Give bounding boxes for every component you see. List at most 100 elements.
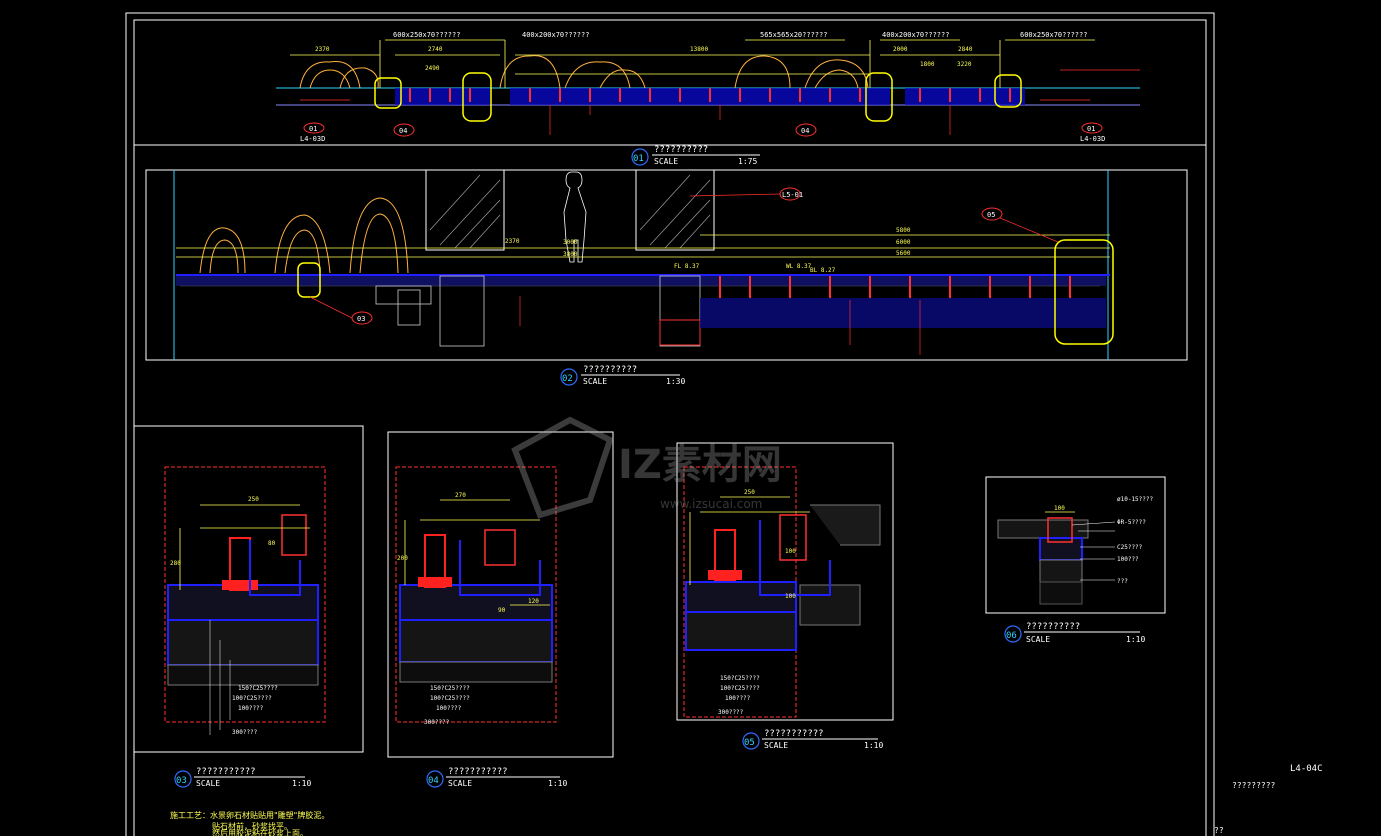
dim-3000: 3000 [563, 239, 578, 246]
view-02-number: 02 [562, 374, 573, 384]
d05-layer-4: 300???? [718, 709, 744, 716]
callout-top-5: 600x250x70?????? [1020, 31, 1087, 39]
callout-top-3: 565x565x20?????? [760, 31, 827, 39]
dim-2740: 2740 [428, 46, 443, 53]
view-04-scale-ratio: 1:10 [548, 779, 567, 788]
view-03-scale-word: SCALE [196, 779, 220, 788]
view-01-number: 01 [633, 154, 644, 164]
dim-1800: 1800 [920, 61, 935, 68]
d04-dim-270: 270 [455, 492, 466, 499]
level-fl: FL 8.37 [674, 263, 700, 270]
d03-layer-1: 150?C25???? [238, 685, 278, 692]
d06-note-4: 100??? [1117, 556, 1139, 563]
tag-03: 03 [357, 315, 365, 323]
d05-dim-100a: 100 [785, 548, 796, 555]
d06-dim-100: 100 [1054, 505, 1065, 512]
dim-2490: 2490 [425, 65, 440, 72]
view-06-title-block: 06 ?????????? SCALE 1:10 [1004, 622, 1145, 644]
view-01-scale-ratio: 1:75 [738, 157, 757, 166]
d03-layer-3: 100???? [238, 705, 264, 712]
watermark: IZ素材网 www.izsucai.com [511, 416, 782, 519]
view-06-number: 06 [1006, 631, 1017, 641]
dim-6000: 6000 [896, 239, 911, 246]
view-05-title-block: 05 ??????????? SCALE 1:10 [742, 729, 883, 750]
dim-3220: 3220 [957, 61, 972, 68]
view-02-scale-word: SCALE [583, 377, 607, 386]
watermark-url: www.izsucai.com [660, 497, 762, 511]
view-05-scale-ratio: 1:10 [864, 741, 883, 750]
d03-dim-280: 280 [170, 560, 181, 567]
view-04-title: ??????????? [448, 767, 508, 777]
tag-l5-01: L5-01 [782, 191, 803, 199]
view-01-title: ?????????? [654, 145, 708, 155]
view-06-scale-word: SCALE [1026, 635, 1050, 644]
bubble-04-right: 04 [801, 127, 809, 135]
dim-5800: 5800 [896, 227, 911, 234]
d05-dim-250: 250 [744, 489, 755, 496]
dim-2370: 2370 [315, 46, 330, 53]
view-05-title: ??????????? [764, 729, 824, 739]
bubble-01-right: 01 [1087, 125, 1095, 133]
d06-note-2: ΦR-5???? [1117, 519, 1146, 526]
view-05-number: 05 [744, 738, 755, 748]
dim-2000: 2000 [893, 46, 908, 53]
view-02-annotations: 3000 3800 6000 2370 5600 5800 WL 8.37 BL… [357, 191, 995, 323]
bubble-sub-right: L4-03D [1080, 135, 1105, 143]
detail-05 [676, 442, 894, 721]
view-04-number: 04 [428, 776, 439, 786]
d05-layer-3: 100???? [725, 695, 751, 702]
corner-mark: ?? [1214, 826, 1224, 835]
d03-layer-4: 300???? [232, 729, 258, 736]
view-02-title: ?????????? [583, 365, 637, 375]
view-01-title-block: 01 ?????????? SCALE 1:75 [631, 145, 760, 166]
sheet-outer-frame [125, 12, 1215, 836]
d04-layer-4: 300???? [424, 719, 450, 726]
view-04-scale-word: SCALE [448, 779, 472, 788]
tag-05: 05 [987, 211, 995, 219]
view-03-title-block: 03 ??????????? SCALE 1:10 [174, 767, 311, 788]
d06-note-1: ø10-15???? [1117, 496, 1154, 503]
detail-04 [387, 431, 614, 758]
detail-03 [133, 425, 364, 753]
note-line-1: 施工工艺：水景卵石材贴贴用"雕塑"牌胶泥。 [170, 810, 329, 820]
d05-dim-100b: 100 [785, 593, 796, 600]
note-line-3: 然后用胶泥粘在砂浆上面。 [212, 828, 308, 836]
d04-dim-200: 200 [397, 555, 408, 562]
d05-layer-2: 100?C25???? [720, 685, 760, 692]
sheet-footer-note: ????????? [1232, 781, 1276, 790]
d03-layer-2: 100?C25???? [232, 695, 272, 702]
view-06-title: ?????????? [1026, 622, 1080, 632]
d04-layer-2: 100?C25???? [430, 695, 470, 702]
view-03-title: ??????????? [196, 767, 256, 777]
d04-layer-3: 100???? [436, 705, 462, 712]
detail-06 [985, 476, 1166, 614]
detail-03-annotations: 250 280 80 150?C25???? 100?C25???? 100??… [170, 496, 278, 736]
d04-dim-90: 90 [498, 607, 506, 614]
title-block: L4-04C ????????? ?? [1214, 764, 1323, 835]
level-bl: BL 8.27 [810, 267, 836, 274]
dim-2840: 2840 [958, 46, 973, 53]
dim-5600: 5600 [896, 250, 911, 257]
detail-05-annotations: 250 100 100 150?C25???? 100?C25???? 100?… [718, 489, 796, 716]
d05-layer-1: 150?C25???? [720, 675, 760, 682]
view-03-number: 03 [176, 776, 187, 786]
level-wl: WL 8.37 [786, 263, 812, 270]
detail-04-annotations: 270 120 200 90 150?C25???? 100?C25???? 1… [397, 492, 539, 726]
bubble-04-left: 04 [399, 127, 407, 135]
dim-2370: 2370 [505, 238, 520, 245]
view-01-annotations: 2370 2740 2490 13800 2000 1800 2840 3220… [300, 31, 1105, 143]
bubble-01-left: 01 [309, 125, 317, 133]
d03-dim-250: 250 [248, 496, 259, 503]
view-06-scale-ratio: 1:10 [1126, 635, 1145, 644]
callout-top-1: 600x250x70?????? [393, 31, 460, 39]
view-01-scale-word: SCALE [654, 157, 678, 166]
d06-note-3: C25???? [1117, 544, 1143, 551]
detail-06-annotations: 100 ø10-15???? ΦR-5???? C25???? 100??? ?… [1054, 496, 1154, 585]
view-01-plan [276, 39, 1140, 137]
dim-3800: 3800 [563, 251, 578, 258]
d04-dim-120: 120 [528, 598, 539, 605]
view-02-title-block: 02 ?????????? SCALE 1:30 [560, 365, 685, 386]
sheet-inner-frame [133, 19, 1207, 836]
sheet-code: L4-04C [1290, 764, 1323, 774]
